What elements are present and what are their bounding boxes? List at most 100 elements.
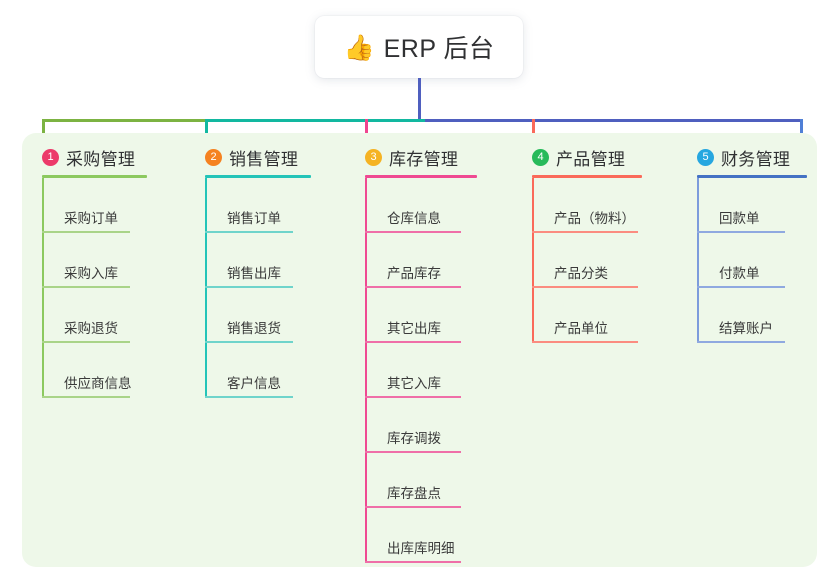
column-title-2: 销售管理 [229, 149, 299, 169]
list-item-rule [532, 231, 638, 233]
list-item[interactable]: 采购退货 [42, 288, 147, 343]
list-item-rule [697, 286, 785, 288]
list-item-rule [532, 341, 638, 343]
list-item[interactable]: 库存盘点 [365, 453, 477, 508]
column-badge-5: 5 [697, 148, 714, 166]
list-item-rule [205, 231, 293, 233]
list-item-rule [697, 231, 785, 233]
list-item-label: 产品单位 [554, 321, 608, 336]
list-item[interactable]: 采购入库 [42, 233, 147, 288]
list-item[interactable]: 出库库明细 [365, 508, 477, 563]
list-item[interactable]: 供应商信息 [42, 343, 147, 398]
column-items-2: 销售订单销售出库销售退货客户信息 [205, 178, 311, 398]
branch-panel [22, 133, 817, 567]
column-title-1: 采购管理 [66, 149, 136, 169]
list-item-label: 销售退货 [227, 321, 281, 336]
column-items-3: 仓库信息产品库存其它出库其它入库库存调拨库存盘点出库库明细 [365, 178, 477, 563]
column-badge-2: 2 [205, 148, 222, 166]
list-item[interactable]: 销售退货 [205, 288, 311, 343]
column-header-2[interactable]: 2 销售管理 [205, 146, 311, 169]
column-header-3[interactable]: 3 库存管理 [365, 146, 477, 169]
column-spine-5 [697, 178, 699, 343]
list-item-label: 客户信息 [227, 376, 281, 391]
connector-bus-segment-1 [42, 119, 205, 122]
root-node-title: ERP 后台 [383, 35, 495, 63]
list-item-label: 结算账户 [719, 321, 773, 336]
list-item-label: 付款单 [719, 266, 760, 281]
column-header-5[interactable]: 5 财务管理 [697, 146, 807, 169]
list-item[interactable]: 结算账户 [697, 288, 807, 343]
list-item-label: 其它入库 [387, 376, 441, 391]
column-rule-5 [697, 175, 807, 178]
list-item-rule [365, 341, 461, 343]
list-item-rule [42, 396, 130, 398]
column-items-4: 产品（物料） 产品分类产品单位 [532, 178, 642, 343]
column-title-5: 财务管理 [721, 149, 791, 169]
list-item-label: 产品分类 [554, 266, 608, 281]
list-item[interactable]: 销售订单 [205, 178, 311, 233]
column-2: 2 销售管理销售订单销售出库销售退货客户信息 [205, 146, 311, 398]
list-item[interactable]: 其它出库 [365, 288, 477, 343]
list-item[interactable]: 产品（物料） [532, 178, 642, 233]
list-item-label: 采购入库 [64, 266, 118, 281]
list-item-rule [42, 341, 130, 343]
root-node-card[interactable]: 👍 ERP 后台 [315, 16, 523, 78]
list-item[interactable]: 产品分类 [532, 233, 642, 288]
connector-root-stem [418, 78, 421, 121]
list-item[interactable]: 产品库存 [365, 233, 477, 288]
list-item[interactable]: 回款单 [697, 178, 807, 233]
list-item[interactable]: 付款单 [697, 233, 807, 288]
list-item[interactable]: 仓库信息 [365, 178, 477, 233]
list-item[interactable]: 库存调拨 [365, 398, 477, 453]
list-item-label: 采购退货 [64, 321, 118, 336]
list-item-rule [205, 341, 293, 343]
list-item-label: 库存盘点 [387, 486, 441, 501]
list-item-label: 采购订单 [64, 211, 118, 226]
column-items-1: 采购订单采购入库采购退货供应商信息 [42, 178, 147, 398]
list-item[interactable]: 其它入库 [365, 343, 477, 398]
list-item-label: 库存调拨 [387, 431, 441, 446]
list-item-rule [697, 341, 785, 343]
list-item-rule [42, 286, 130, 288]
column-spine-4 [532, 178, 534, 343]
list-item-label: 供应商信息 [64, 376, 132, 391]
list-item-label: 出库库明细 [387, 541, 455, 556]
list-item[interactable]: 采购订单 [42, 178, 147, 233]
column-spine-1 [42, 178, 44, 398]
list-item[interactable]: 销售出库 [205, 233, 311, 288]
column-rule-4 [532, 175, 642, 178]
list-item-label: 仓库信息 [387, 211, 441, 226]
list-item-label: 产品（物料） [554, 211, 635, 226]
list-item[interactable]: 产品单位 [532, 288, 642, 343]
column-rule-1 [42, 175, 147, 178]
list-item-rule [365, 451, 461, 453]
column-header-1[interactable]: 1 采购管理 [42, 146, 147, 169]
list-item-rule [205, 286, 293, 288]
column-spine-3 [365, 178, 367, 563]
column-badge-3: 3 [365, 148, 382, 166]
column-title-4: 产品管理 [556, 149, 626, 169]
list-item-label: 回款单 [719, 211, 760, 226]
list-item-label: 产品库存 [387, 266, 441, 281]
thumbs-up-icon: 👍 [343, 32, 375, 62]
column-rule-3 [365, 175, 477, 178]
list-item-label: 其它出库 [387, 321, 441, 336]
column-badge-1: 1 [42, 148, 59, 166]
list-item-rule [532, 286, 638, 288]
column-title-3: 库存管理 [389, 149, 459, 169]
list-item-rule [205, 396, 293, 398]
connector-bus-segment-2 [205, 119, 425, 122]
list-item-label: 销售订单 [227, 211, 281, 226]
connector-bus-segment-3 [425, 119, 800, 122]
list-item-rule [365, 506, 461, 508]
column-spine-2 [205, 178, 207, 398]
list-item[interactable]: 客户信息 [205, 343, 311, 398]
list-item-rule [365, 286, 461, 288]
list-item-rule [365, 231, 461, 233]
column-items-5: 回款单付款单结算账户 [697, 178, 807, 343]
column-rule-2 [205, 175, 311, 178]
list-item-rule [365, 561, 461, 563]
